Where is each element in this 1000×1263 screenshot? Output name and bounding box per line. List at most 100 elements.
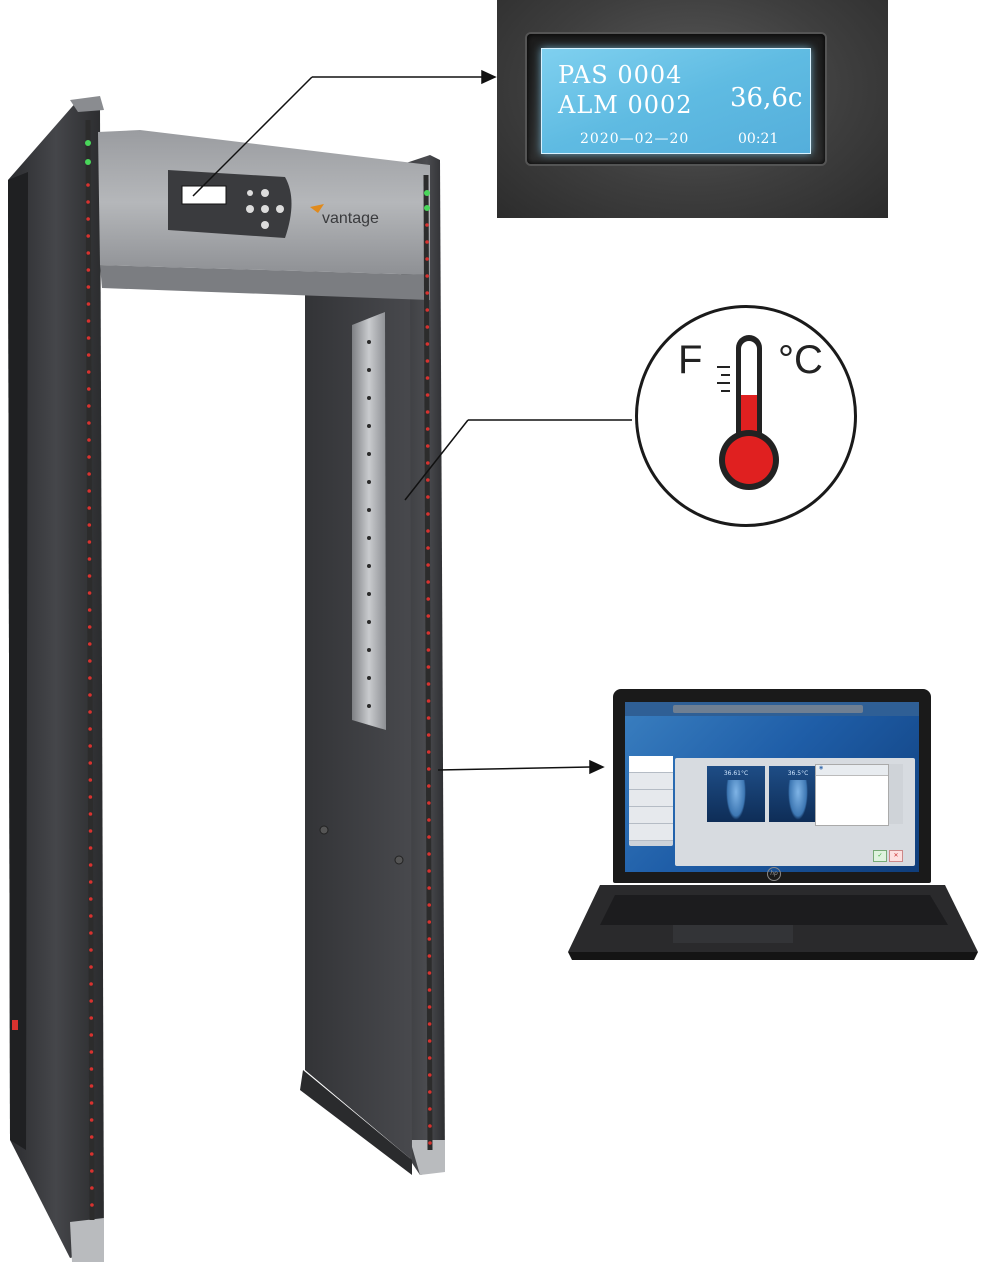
led-dot [426, 733, 431, 737]
led-dot [87, 438, 91, 442]
led-dot [425, 223, 429, 227]
led-dot [425, 427, 430, 431]
scan-right-temp: 36.5°C [787, 770, 809, 777]
led-dot [88, 795, 93, 799]
led-dot [86, 285, 91, 289]
led-dot [89, 914, 93, 918]
confirm-button[interactable]: ✓ [873, 850, 887, 862]
led-dot [86, 370, 91, 374]
led-dot [427, 971, 432, 975]
led-dot [87, 591, 92, 595]
results-list[interactable]: ◉ [815, 764, 889, 826]
led-dot [87, 489, 91, 493]
led-dot [425, 359, 430, 363]
led-dot [87, 455, 91, 459]
lcd-temperature: 36,6c [730, 83, 803, 113]
led-dot [87, 506, 92, 510]
results-scrollbar[interactable] [889, 764, 903, 824]
led-dot [425, 444, 430, 448]
led-dot [88, 761, 93, 765]
right-led-column [425, 223, 432, 1145]
lcd-screen: PAS 0004 ALM 0002 36,6c 2020—02—20 00:21 [541, 48, 811, 154]
sidebar-item[interactable] [629, 807, 673, 824]
led-dot [427, 1056, 432, 1060]
sidebar-item[interactable] [629, 756, 673, 773]
led-dot [426, 563, 430, 567]
led-dot [428, 1090, 432, 1094]
led-dot [426, 512, 430, 516]
led-dot [86, 234, 90, 238]
led-dot [86, 353, 91, 357]
led-dot [87, 421, 91, 425]
led-dot [86, 183, 90, 187]
cancel-button[interactable]: ✕ [889, 850, 903, 862]
led-dot [90, 1203, 94, 1207]
led-dot [88, 676, 92, 680]
led-dot [88, 880, 93, 884]
led-dot [427, 869, 431, 873]
scan-left-temp: 36.61°C [723, 770, 749, 777]
power-indicator [12, 1020, 18, 1030]
led-dot [89, 999, 93, 1003]
led-dot [427, 988, 432, 992]
laptop-display: 36.61°C 36.5°C ◉ ✓ ✕ [625, 702, 919, 872]
led-dot [89, 1101, 94, 1105]
led-dot [87, 557, 92, 561]
led-dot [426, 478, 430, 482]
led-dot [425, 325, 430, 329]
callout-arrows [192, 69, 632, 775]
led-dot [425, 410, 430, 414]
vantage-logo-mark [310, 204, 324, 213]
led-dot [88, 778, 93, 782]
led-dot [426, 597, 431, 601]
led-dot [88, 897, 93, 901]
keypad[interactable] [246, 189, 284, 229]
led-dot [88, 659, 92, 663]
app-tab-bar[interactable] [673, 705, 863, 713]
lcd-bezel: PAS 0004 ALM 0002 36,6c 2020—02—20 00:21 [527, 34, 825, 164]
led-dot [89, 1033, 94, 1037]
eye-icon[interactable]: ◉ [816, 765, 888, 776]
left-green-led [85, 140, 91, 146]
led-dot [427, 1039, 432, 1043]
led-dot [427, 903, 432, 907]
sidebar-item[interactable] [629, 773, 673, 790]
led-dot [427, 818, 431, 822]
led-dot [426, 682, 431, 686]
led-dot [87, 472, 91, 476]
led-dot [427, 784, 431, 788]
thermometer-icon [717, 335, 779, 490]
fahrenheit-label: F [678, 338, 703, 382]
led-dot [425, 376, 430, 380]
led-dot [427, 852, 431, 856]
led-dot [87, 523, 92, 527]
led-dot [87, 625, 92, 629]
led-dot [88, 829, 93, 833]
led-dot [88, 812, 93, 816]
led-dot [89, 1067, 94, 1071]
led-dot [89, 1118, 94, 1122]
led-dot [89, 1084, 94, 1088]
led-dot [86, 319, 91, 323]
led-dot [86, 251, 91, 255]
sidebar-item[interactable] [629, 790, 673, 807]
led-dot [86, 336, 91, 340]
led-dot [427, 1022, 432, 1026]
thermometer-badge: F °C [635, 305, 857, 527]
led-dot [426, 580, 430, 584]
led-dot [428, 1124, 432, 1128]
lcd-time: 00:21 [738, 131, 779, 147]
led-dot [426, 614, 431, 618]
lcd-closeup-photo: PAS 0004 ALM 0002 36,6c 2020—02—20 00:21 [497, 0, 888, 218]
led-dot [88, 693, 92, 697]
lcd-pass-count: PAS 0004 [558, 61, 683, 89]
sidebar-item[interactable] [629, 824, 673, 841]
led-dot [87, 642, 92, 646]
laptop-touchpad[interactable] [673, 925, 793, 943]
small-lcd [181, 185, 227, 205]
led-dot [426, 665, 431, 669]
led-dot [87, 404, 91, 408]
led-dot [89, 1152, 94, 1156]
led-dot [89, 982, 93, 986]
vantage-logo-text: vantage [322, 210, 379, 227]
